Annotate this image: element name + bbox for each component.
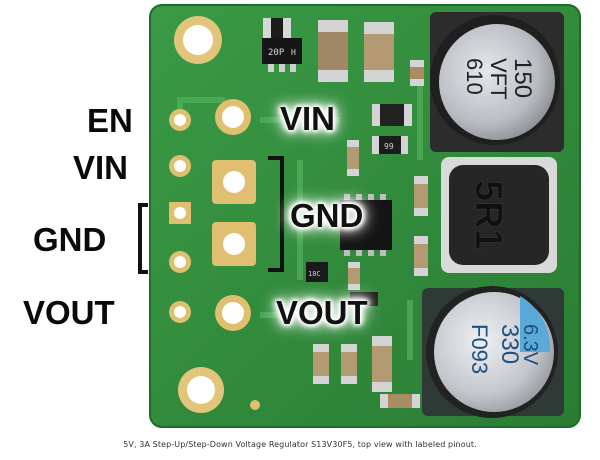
inductor-label: 5R1 xyxy=(467,180,509,250)
pin-label-vin-left: VIN xyxy=(73,149,129,186)
terminal-pad xyxy=(215,99,251,135)
pin-pad xyxy=(169,109,191,131)
smd-capacitor xyxy=(348,262,360,290)
smd-resistor xyxy=(350,292,378,306)
cap-bottom-line1: 330 xyxy=(496,324,523,364)
smd-chip-small: 18C xyxy=(306,262,328,282)
smd-capacitor xyxy=(313,344,329,384)
pin-label-gnd-left: GND xyxy=(33,221,107,258)
chip-small-label: 20P xyxy=(268,48,285,58)
mounting-hole xyxy=(178,367,224,413)
terminal-pad xyxy=(212,160,256,204)
pin-pad xyxy=(169,155,191,177)
pin-label-en: EN xyxy=(87,102,133,139)
pin-pad xyxy=(169,301,191,323)
smd-inductor-small xyxy=(372,104,412,126)
smd-resistor xyxy=(410,60,424,86)
cap-top-line2: VFT xyxy=(486,58,511,100)
image-caption: 5V, 3A Step-Up/Step-Down Voltage Regulat… xyxy=(123,440,477,449)
electrolytic-capacitor-top: 150 VFT 610 xyxy=(430,12,564,152)
cap-bottom-line3: F093 xyxy=(467,324,492,374)
pin-label-vout-left: VOUT xyxy=(23,294,115,331)
smd-capacitor xyxy=(414,176,428,216)
smd-capacitor xyxy=(347,140,359,176)
smd-capacitor xyxy=(364,22,394,82)
pin-pad xyxy=(169,202,191,224)
smd-capacitor xyxy=(318,20,348,82)
pin-label-vin-right: VIN xyxy=(280,100,336,137)
gnd-bracket-left xyxy=(138,203,148,274)
chip-tiny-label: H xyxy=(291,48,296,57)
terminal-pad xyxy=(212,222,256,266)
smd-resistor xyxy=(263,18,291,38)
smd-capacitor xyxy=(372,336,392,392)
pin-pad xyxy=(169,251,191,273)
gnd-bracket-right xyxy=(268,156,284,272)
power-inductor: 5R1 xyxy=(441,157,557,273)
pin-label-vout-right: VOUT xyxy=(276,294,368,331)
pin-label-gnd-right: GND xyxy=(290,197,364,234)
regulator-ic xyxy=(340,194,392,256)
smd-capacitor xyxy=(341,344,357,384)
cap-top-line3: 610 xyxy=(462,58,487,95)
terminal-pad xyxy=(215,295,251,331)
cap-top-line1: 150 xyxy=(509,58,536,98)
smd-capacitor xyxy=(414,236,428,276)
ic-label: 18C xyxy=(308,270,321,278)
sot-label: 99 xyxy=(384,142,394,151)
cap-bottom-line2: 6.3V xyxy=(519,324,541,366)
test-point xyxy=(250,400,260,410)
smd-diode: 99 xyxy=(372,136,408,154)
smd-resistor xyxy=(380,394,420,408)
smd-chip: 20P H xyxy=(262,38,302,72)
mounting-hole xyxy=(174,16,222,64)
electrolytic-capacitor-bottom: 330 6.3V F093 xyxy=(422,286,564,418)
